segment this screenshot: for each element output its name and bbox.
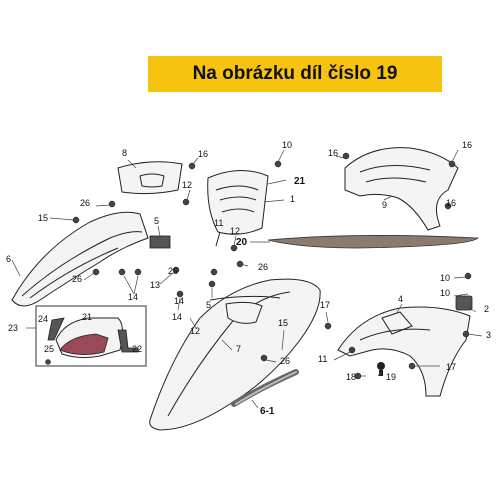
callout-20: 20	[236, 237, 248, 248]
callout-19: 19	[386, 372, 396, 382]
callout-12: 12	[182, 180, 192, 190]
callout-16-lower: 16	[446, 198, 456, 208]
callout-5: 5	[154, 216, 159, 226]
part-20-mat	[267, 235, 479, 249]
callout-10-right: 10	[440, 273, 450, 283]
callout-13: 13	[150, 280, 160, 290]
part-6-left-side-panel	[11, 211, 149, 307]
part-7-right-side-panel	[149, 278, 321, 431]
callout-14-mid: 14	[172, 312, 182, 322]
callout-23: 23	[8, 323, 18, 333]
callout-12-lower: 12	[190, 326, 200, 336]
callout-24: 24	[38, 314, 48, 324]
part-2-clip	[455, 295, 473, 311]
callout-26: 26	[80, 198, 90, 208]
callout-6: 6	[6, 254, 11, 264]
part-5-bracket	[149, 235, 171, 249]
callout-21-inset: 21	[82, 312, 92, 322]
callouts: 10 8 16 21 12 1 16 16 9 26 16 15 5 12 20…	[6, 140, 491, 417]
callout-5-lower: 5	[206, 300, 211, 310]
callout-9: 9	[382, 200, 387, 210]
part-9-rear-cover	[344, 147, 459, 231]
callout-26-right: 26	[258, 262, 268, 272]
callout-7: 7	[236, 344, 241, 354]
callout-1: 1	[290, 194, 295, 204]
callout-22: 22	[132, 344, 142, 354]
callout-16-rear: 16	[328, 148, 338, 158]
callout-25: 25	[44, 344, 54, 354]
part-6-1-decal	[231, 369, 299, 407]
callout-17: 17	[320, 300, 330, 310]
callout-16-right: 16	[462, 140, 472, 150]
callout-10-lower: 10	[440, 288, 450, 298]
inset-box	[35, 305, 147, 367]
callout-2: 2	[484, 304, 489, 314]
callout-6-1: 6-1	[260, 406, 275, 417]
callout-15: 15	[38, 213, 48, 223]
callout-14: 14	[128, 292, 138, 302]
callout-17-right: 17	[446, 362, 456, 372]
callout-4: 4	[398, 294, 403, 304]
callout-21: 21	[294, 176, 306, 187]
part-19-fastener	[377, 362, 385, 376]
callout-12-mid: 12	[230, 226, 240, 236]
callout-11-upper: 11	[214, 218, 223, 228]
callout-10: 10	[282, 140, 292, 150]
callout-26-left: 26	[72, 274, 82, 284]
callout-26-center: 26	[168, 266, 178, 276]
part-4-rear-fender	[337, 306, 471, 397]
part-8-cover	[117, 161, 183, 195]
callout-14-upper: 14	[174, 296, 184, 306]
callout-3: 3	[486, 330, 491, 340]
callout-18: 18	[346, 372, 356, 382]
callout-8: 8	[122, 148, 127, 158]
callout-26-lower: 26	[280, 356, 290, 366]
callout-11: 11	[318, 354, 327, 364]
part-number-banner: Na obrázku díl číslo 19	[148, 56, 442, 92]
leader-lines	[11, 149, 483, 409]
callout-16: 16	[198, 149, 208, 159]
callout-15-right: 15	[278, 318, 288, 328]
part-1-front-cover	[207, 170, 269, 247]
